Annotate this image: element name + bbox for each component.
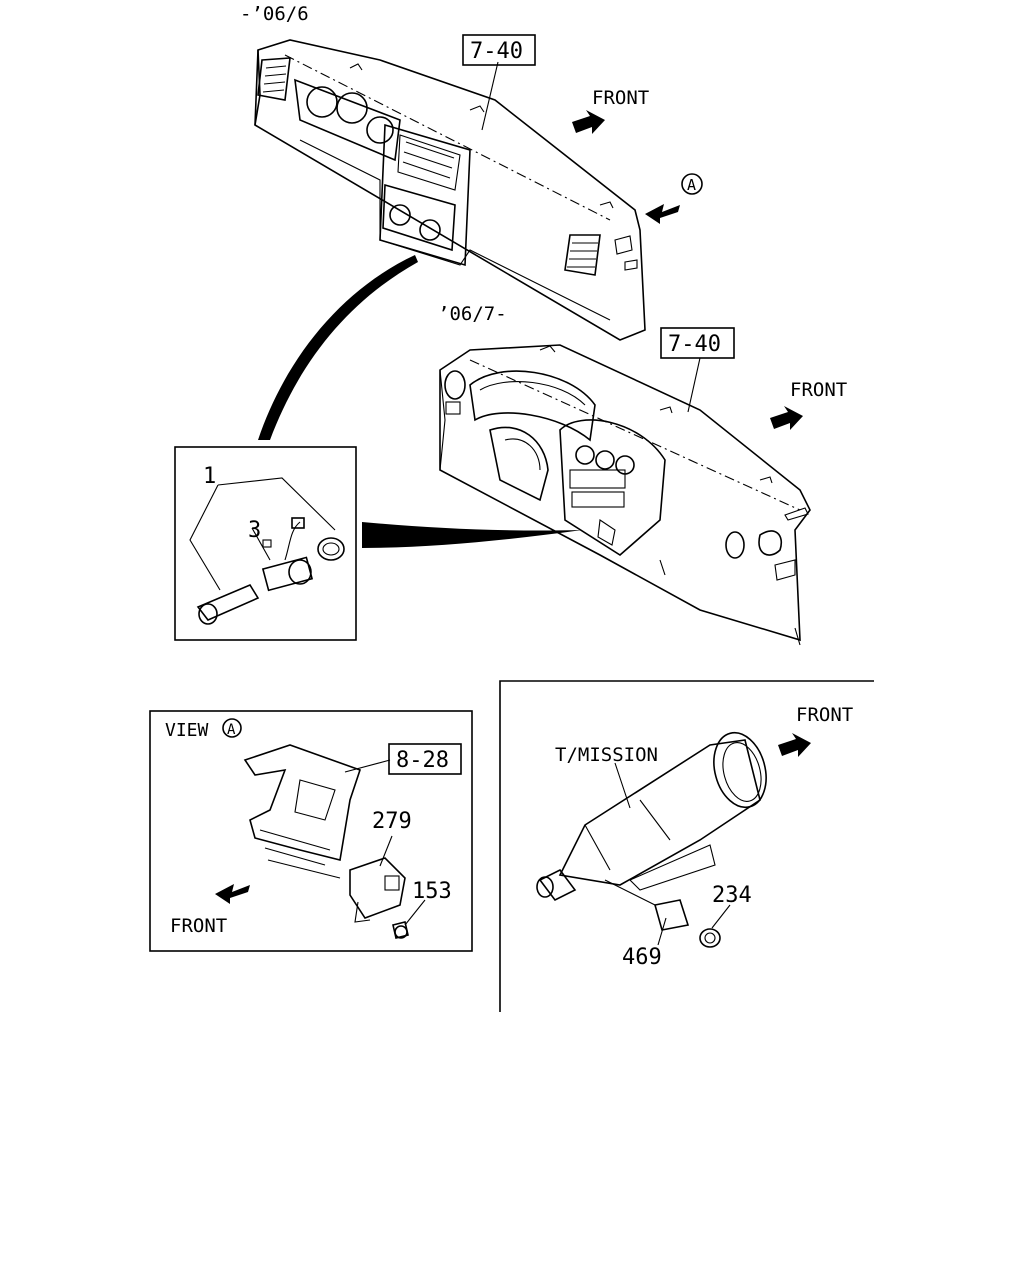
leader-line [687,357,701,413]
leader-line [344,759,391,773]
leader-line [711,904,731,929]
part-label-279: 279 [372,809,412,834]
ref-box [462,34,536,66]
leader-line [481,61,499,131]
front-arrow-icon [572,110,605,134]
transmission-drawing [536,731,767,948]
view-marker-circle [222,718,242,738]
callout-arrow [362,522,582,548]
part-label-469: 469 [622,945,662,970]
part-label-234: 234 [712,883,752,908]
view-title: VIEW [165,720,209,741]
ref-box [388,743,462,775]
date-range-late: ’06/7- [438,303,507,325]
ref-label-dash-upper[interactable]: 7-40 [470,39,523,64]
leader-line [404,899,426,926]
part-label-153: 153 [412,879,452,904]
view-marker-letter: A [687,176,696,194]
view-a-inset-box [149,710,473,952]
callout-arrow [258,255,418,440]
front-arrow-icon [778,733,811,757]
front-label-transmission: FRONT [796,704,853,726]
front-arrow-icon [215,884,250,904]
view-direction-arrow-icon [645,204,680,224]
ref-label-dash-lower[interactable]: 7-40 [668,332,721,357]
bracket-assembly [243,744,409,939]
transmission-label: T/MISSION [555,744,658,766]
front-label-middle: FRONT [790,379,847,401]
dashboard-late [439,344,811,646]
front-arrow-icon [770,406,803,430]
front-label-view: FRONT [170,915,227,937]
leader-line [657,917,667,946]
date-range-early: -’06/6 [240,3,309,25]
ref-label-view[interactable]: 8-28 [396,748,449,773]
front-label-upper: FRONT [592,87,649,109]
part-label-1: 1 [203,464,216,489]
part-label-3: 3 [248,518,261,543]
cigar-lighter-parts [189,477,345,625]
dashboard-early [254,39,646,341]
leader-line [614,762,631,809]
ref-box [660,327,735,359]
leader-line [379,835,393,867]
view-marker-circle [681,173,703,195]
transmission-panel-border [499,680,874,1012]
lighter-inset-box [174,446,357,641]
view-title-letter: A [227,722,236,738]
